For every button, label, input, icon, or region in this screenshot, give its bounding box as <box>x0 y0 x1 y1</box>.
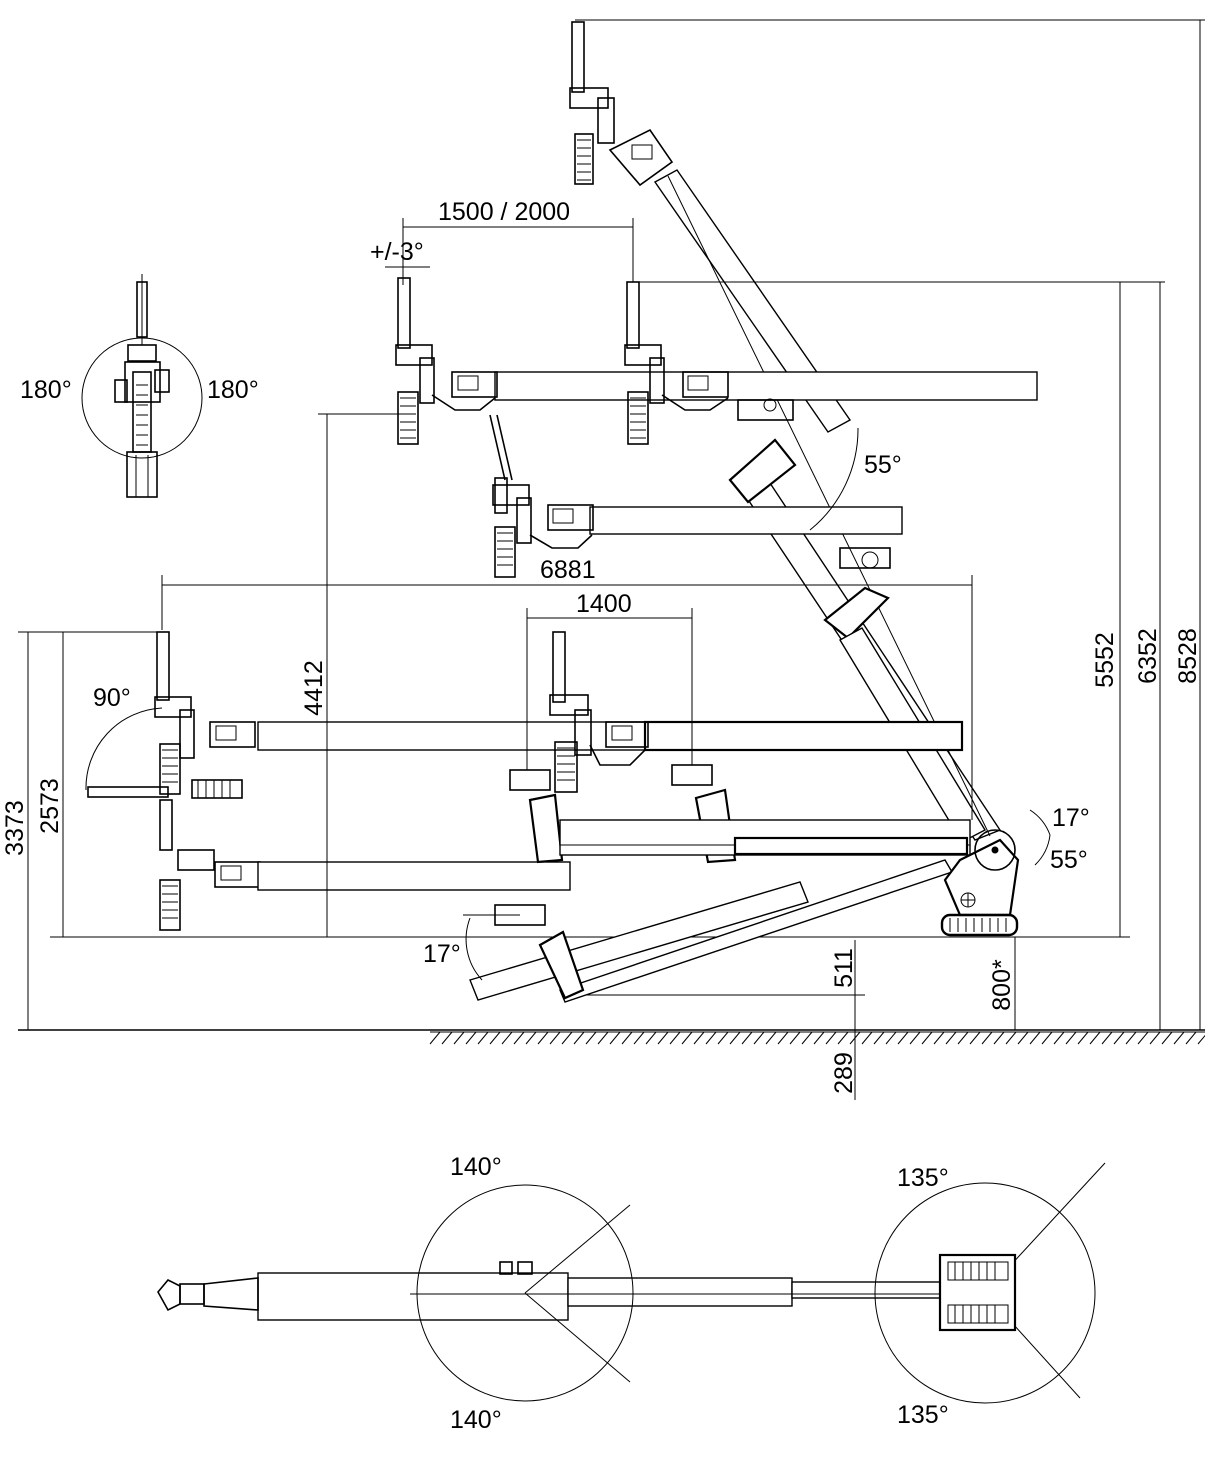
arm-position-lower-horizontal <box>87 631 971 1003</box>
ground-hatch-stroke <box>801 1031 813 1045</box>
ground-hatch-stroke <box>933 1031 945 1045</box>
ground-hatch-stroke <box>585 1031 597 1045</box>
ground-hatch-stroke <box>957 1031 969 1045</box>
ground-line <box>18 1029 1205 1045</box>
angle-140-top: 140° <box>450 1153 502 1181</box>
ground-hatch-stroke <box>777 1031 789 1045</box>
angle-55-right: 55° <box>1050 846 1088 874</box>
ground-hatch-stroke <box>477 1031 489 1045</box>
ground-hatch-stroke <box>813 1031 825 1045</box>
ground-hatch-stroke <box>753 1031 765 1045</box>
ground-hatch-stroke <box>1161 1031 1173 1045</box>
ground-hatch-stroke <box>1077 1031 1089 1045</box>
ground-hatch-stroke <box>441 1031 453 1045</box>
ground-hatch-stroke <box>1017 1031 1029 1045</box>
ground-hatch-stroke <box>525 1031 537 1045</box>
ground-hatch-stroke <box>537 1031 549 1045</box>
ground-hatch-stroke <box>885 1031 897 1045</box>
dim-1400: 1400 <box>576 590 632 618</box>
dim-4412: 4412 <box>300 660 328 716</box>
ground-hatch-stroke <box>981 1031 993 1045</box>
ground-hatch-stroke <box>489 1031 501 1045</box>
ground-hatch-stroke <box>1005 1031 1017 1045</box>
dim-2573: 2573 <box>36 778 64 834</box>
ground-hatch-stroke <box>513 1031 525 1045</box>
ground-hatch-stroke <box>1149 1031 1161 1045</box>
ground-hatch-stroke <box>825 1031 837 1045</box>
dim-289: 289 <box>830 1052 858 1094</box>
ground-hatch-stroke <box>465 1031 477 1045</box>
ground-hatch-stroke <box>717 1031 729 1045</box>
ground-hatch-stroke <box>1185 1031 1197 1045</box>
ground-hatch-stroke <box>897 1031 909 1045</box>
ground-hatch-stroke <box>969 1031 981 1045</box>
ground-hatch-stroke <box>1113 1031 1125 1045</box>
ground-hatch-stroke <box>621 1031 633 1045</box>
angle-140-bottom: 140° <box>450 1406 502 1434</box>
ground-hatch-stroke <box>681 1031 693 1045</box>
dim-511: 511 <box>830 948 858 988</box>
carrier-base <box>940 829 1020 937</box>
ground-hatch-stroke <box>693 1031 705 1045</box>
angle-17-left: 17° <box>423 940 461 968</box>
ground-hatch-stroke <box>1065 1031 1077 1045</box>
ground-hatch-stroke <box>549 1031 561 1045</box>
ground-hatch-stroke <box>873 1031 885 1045</box>
ground-hatch-stroke <box>765 1031 777 1045</box>
ground-hatch-stroke <box>1089 1031 1101 1045</box>
angle-17-right: 17° <box>1052 804 1090 832</box>
ground-hatch-stroke <box>1053 1031 1065 1045</box>
ground-hatch-stroke <box>861 1031 873 1045</box>
ground-hatch-stroke <box>1029 1031 1041 1045</box>
ground-hatch-stroke <box>741 1031 753 1045</box>
ground-hatch-stroke <box>921 1031 933 1045</box>
ground-hatch-stroke <box>909 1031 921 1045</box>
ground-hatch-stroke <box>453 1031 465 1045</box>
ground-hatch-stroke <box>837 1031 849 1045</box>
ground-hatch-stroke <box>597 1031 609 1045</box>
dim-6352: 6352 <box>1134 628 1162 684</box>
ground-hatch-stroke <box>429 1031 441 1045</box>
angle-135-top: 135° <box>897 1164 949 1192</box>
dim-1500-2000: 1500 / 2000 <box>438 198 570 226</box>
arm-position-middle <box>492 477 986 843</box>
angle-label-180-right: 180° <box>207 376 259 404</box>
ground-hatch-stroke <box>1125 1031 1137 1045</box>
angle-135-bottom: 135° <box>897 1401 949 1429</box>
ground-hatch-stroke <box>1101 1031 1113 1045</box>
angle-label-180-left: 180° <box>20 376 72 404</box>
ground-hatch-stroke <box>729 1031 741 1045</box>
ground-hatch-stroke <box>657 1031 669 1045</box>
dim-800: 800* <box>988 959 1016 1011</box>
ground-hatch-stroke <box>573 1031 585 1045</box>
dim-tilt: +/-3° <box>370 238 424 266</box>
ground-hatch-stroke <box>633 1031 645 1045</box>
angle-55-top: 55° <box>864 451 902 479</box>
dim-5552: 5552 <box>1091 632 1119 688</box>
ground-hatch-stroke <box>561 1031 573 1045</box>
dim-6881: 6881 <box>540 556 596 584</box>
front-view-head <box>81 274 203 498</box>
ground-hatch-stroke <box>645 1031 657 1045</box>
angle-90: 90° <box>93 684 131 712</box>
ground-hatch-stroke <box>1137 1031 1149 1045</box>
dim-3373: 3373 <box>1 800 29 856</box>
ground-hatch-stroke <box>1197 1034 1205 1045</box>
arm-position-upper-horizontal <box>395 277 1038 504</box>
ground-hatch-stroke <box>669 1031 681 1045</box>
ground-hatch-stroke <box>609 1031 621 1045</box>
ground-hatch-stroke <box>945 1031 957 1045</box>
dim-8528: 8528 <box>1174 628 1202 684</box>
ground-hatch-stroke <box>993 1031 1005 1045</box>
ground-hatch-stroke <box>705 1031 717 1045</box>
plan-view <box>157 1162 1106 1404</box>
dimension-lines <box>18 20 1201 1100</box>
ground-hatch-stroke <box>501 1031 513 1045</box>
ground-hatch-stroke <box>1173 1031 1185 1045</box>
ground-hatch-stroke <box>1041 1031 1053 1045</box>
ground-hatch-stroke <box>789 1031 801 1045</box>
